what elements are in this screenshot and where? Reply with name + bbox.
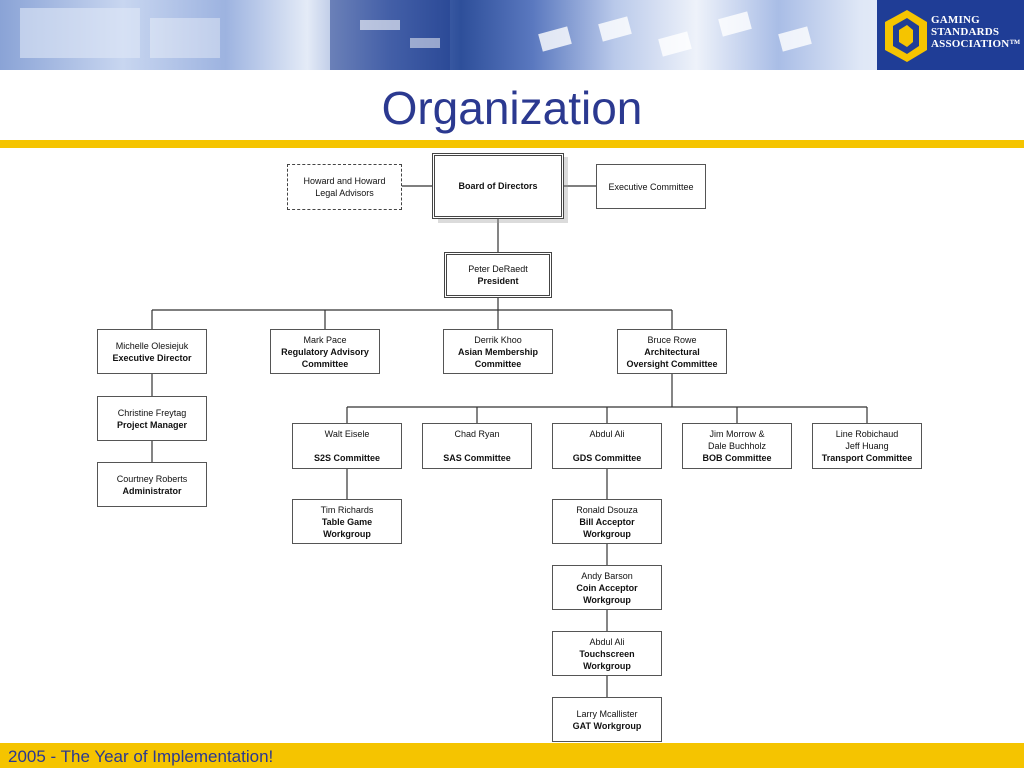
- node-architectural-oversight: Bruce Rowe Architectural Oversight Commi…: [617, 329, 727, 374]
- page-title: Organization: [381, 82, 643, 134]
- node-touchscreen-workgroup: Abdul Ali Touchscreen Workgroup: [552, 631, 662, 676]
- gsa-logo-mark-icon: [885, 10, 927, 62]
- node-s2s-committee: Walt Eisele S2S Committee: [292, 423, 402, 469]
- footer-slogan: 2005 - The Year of Implementation!: [8, 747, 274, 766]
- node-bob-committee: Jim Morrow & Dale Buchholz BOB Committee: [682, 423, 792, 469]
- node-legal-advisors: Howard and Howard Legal Advisors: [287, 164, 402, 210]
- node-sas-committee: Chad Ryan SAS Committee: [422, 423, 532, 469]
- node-regulatory-advisory: Mark Pace Regulatory Advisory Committee: [270, 329, 380, 374]
- title-divider: [0, 140, 1024, 148]
- node-project-manager: Christine Freytag Project Manager: [97, 396, 207, 441]
- node-transport-committee: Line Robichaud Jeff Huang Transport Comm…: [812, 423, 922, 469]
- node-executive-committee: Executive Committee: [596, 164, 706, 209]
- node-gds-committee: Abdul Ali GDS Committee: [552, 423, 662, 469]
- node-table-game-workgroup: Tim Richards Table Game Workgroup: [292, 499, 402, 544]
- node-administrator: Courtney Roberts Administrator: [97, 462, 207, 507]
- header-banner: GAMING STANDARDS ASSOCIATION™: [0, 0, 1024, 70]
- gsa-logo: GAMING STANDARDS ASSOCIATION™: [877, 0, 1024, 70]
- node-bill-acceptor-workgroup: Ronald Dsouza Bill Acceptor Workgroup: [552, 499, 662, 544]
- node-gat-workgroup: Larry Mcallister GAT Workgroup: [552, 697, 662, 742]
- node-asian-membership: Derrik Khoo Asian Membership Committee: [443, 329, 553, 374]
- node-coin-acceptor-workgroup: Andy Barson Coin Acceptor Workgroup: [552, 565, 662, 610]
- banner-artwork: [20, 0, 812, 70]
- logo-line-gaming: GAMING: [931, 14, 980, 26]
- node-board-of-directors: Board of Directors: [432, 153, 564, 219]
- node-executive-director: Michelle Olesiejuk Executive Director: [97, 329, 207, 374]
- logo-line-association: ASSOCIATION™: [931, 38, 1021, 50]
- node-president: Peter DeRaedt President: [444, 252, 552, 298]
- logo-line-standards: STANDARDS: [931, 26, 1000, 38]
- footer-bar: 2005 - The Year of Implementation!: [0, 743, 1024, 768]
